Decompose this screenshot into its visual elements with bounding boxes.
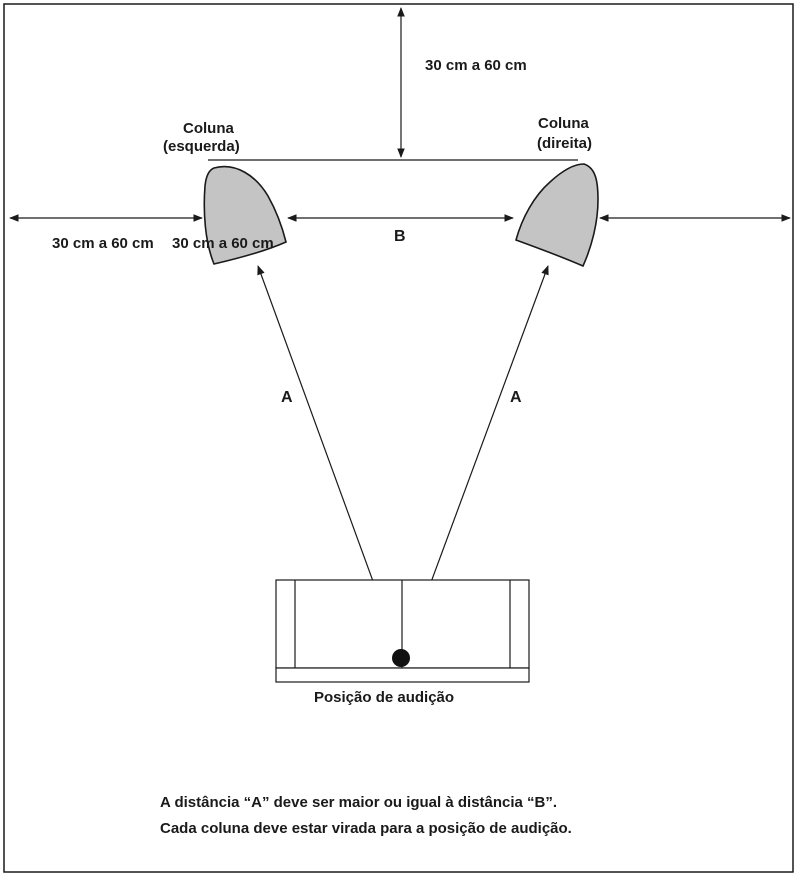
left-inner-distance-label: 30 cm a 60 cm xyxy=(172,235,274,252)
right-speaker-label-line1: Coluna xyxy=(538,115,589,132)
diagram-frame xyxy=(3,3,794,873)
left-speaker-shape xyxy=(203,165,287,265)
top-distance-label: 30 cm a 60 cm xyxy=(425,57,527,74)
distance-a-left-label: A xyxy=(281,389,293,406)
listening-position-label: Posição de audição xyxy=(314,689,454,706)
note-line-1: A distância “A” deve ser maior ou igual … xyxy=(160,794,557,811)
distance-b-label: B xyxy=(394,228,406,245)
right-speaker-shape xyxy=(515,163,599,268)
right-speaker-label-line2: (direita) xyxy=(537,135,592,152)
listening-position-dot xyxy=(392,649,410,667)
left-wall-distance-label: 30 cm a 60 cm xyxy=(52,235,154,252)
left-speaker-label-line1: Coluna xyxy=(183,120,234,137)
note-line-2: Cada coluna deve estar virada para a pos… xyxy=(160,820,572,837)
distance-a-right-label: A xyxy=(510,389,522,406)
left-speaker-label-line2: (esquerda) xyxy=(163,138,240,155)
